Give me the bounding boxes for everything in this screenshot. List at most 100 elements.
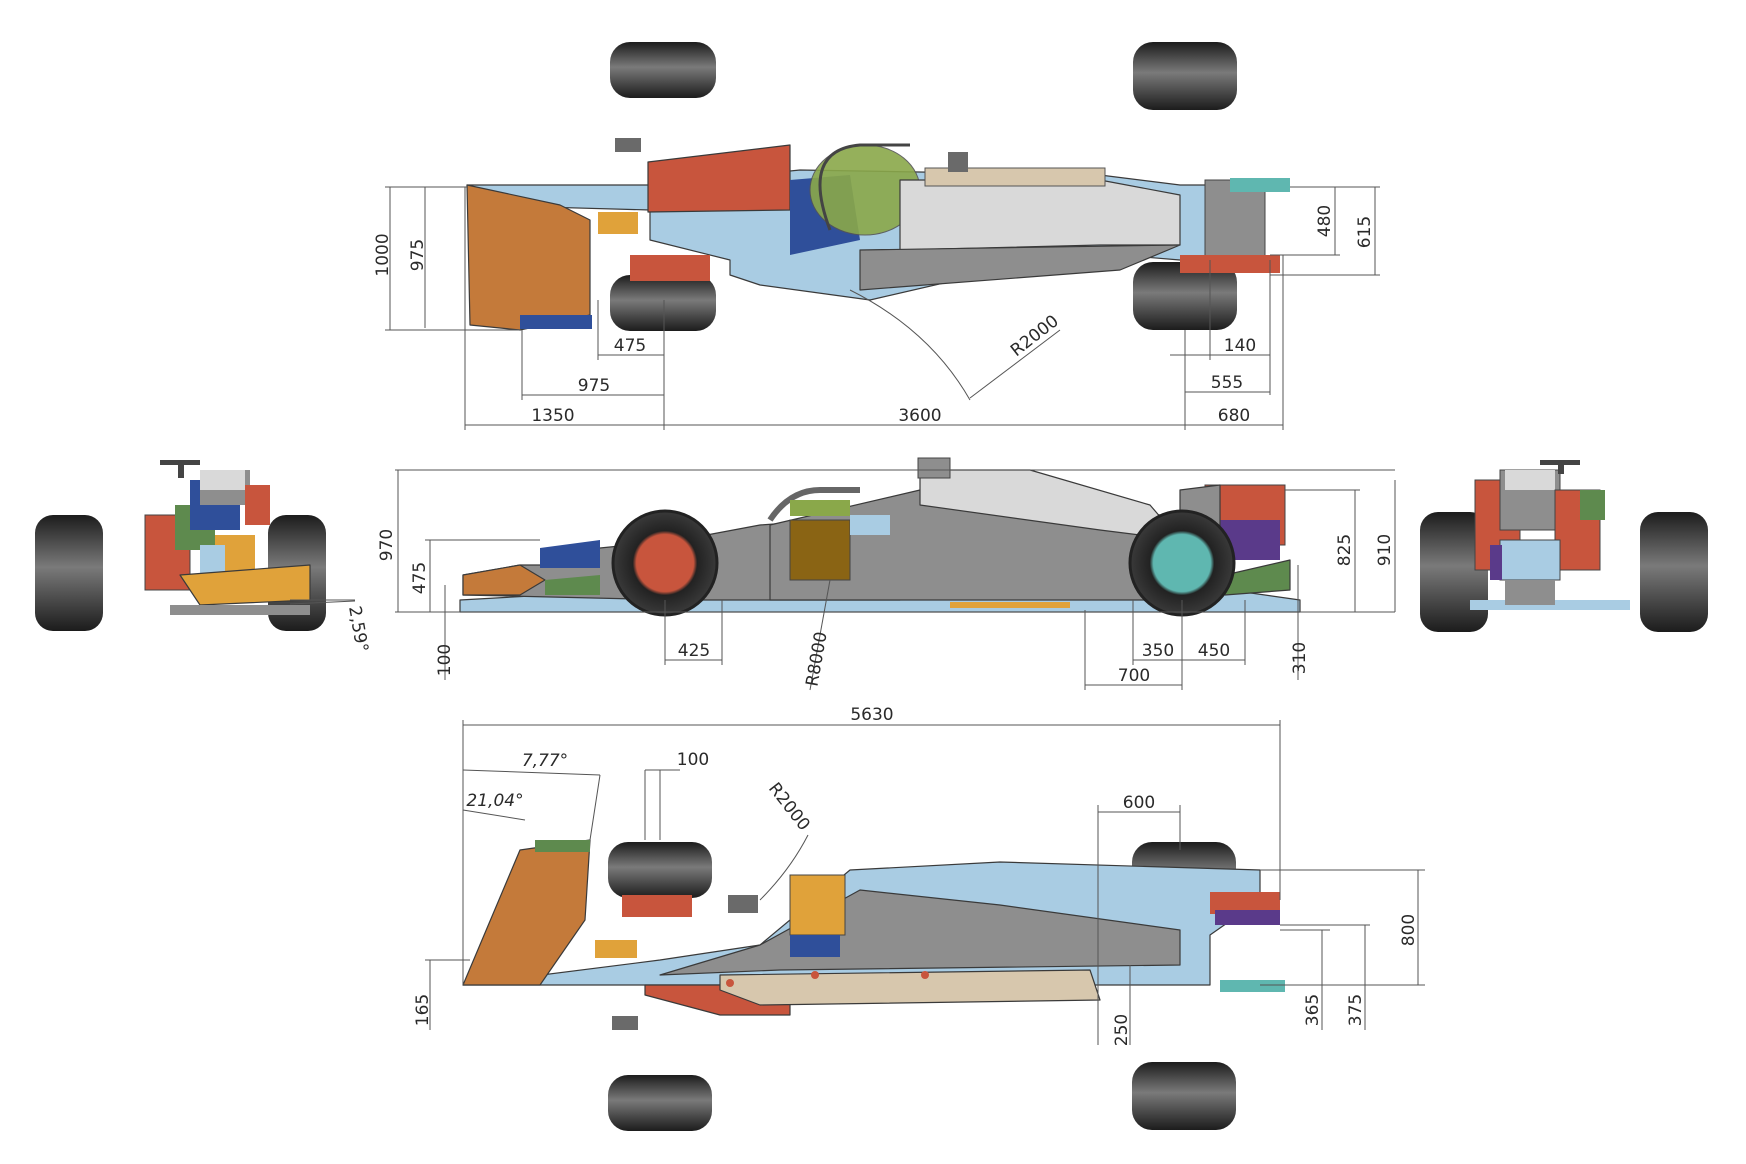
dim-label-r8000: R8000 [802, 630, 831, 688]
bottom-red-front [622, 895, 692, 917]
dim-label-angle-front: 2,59° [344, 605, 372, 654]
bottom-front-tire-bot [608, 1075, 712, 1131]
front-view: 2,59° [35, 460, 372, 654]
bottom-mirror [612, 1016, 638, 1030]
radius-leader-top [969, 329, 1061, 399]
dim-label-450: 450 [1198, 641, 1230, 661]
sidepod-red-top [647, 144, 791, 213]
rear-view-hoop-stem [1558, 462, 1564, 474]
dim-label-250: 250 [1112, 1014, 1132, 1046]
halo-bar-top [818, 143, 910, 231]
airbox-top [924, 167, 1106, 187]
dim-label-310: 310 [1290, 642, 1310, 674]
rear-view-green [1580, 490, 1605, 520]
halo-side [767, 487, 860, 522]
rear-wing-plate-top [1230, 178, 1290, 192]
dim-label-480: 480 [1315, 205, 1335, 237]
engine-cover-top [899, 179, 1181, 251]
dim-label-600: 600 [1123, 793, 1155, 813]
rear-view-lower-grey [1505, 580, 1555, 605]
bottom-front-tire-top [608, 842, 712, 898]
bottom-yellow-side [789, 874, 846, 936]
camera-pod-top [948, 152, 968, 172]
dim-label-680: 680 [1218, 406, 1250, 426]
bottom-front-wing [462, 839, 591, 986]
side-view: 970 475 100 425 R8000 700 350 450 310 82… [377, 457, 1396, 691]
front-view-tire-left [35, 515, 103, 631]
front-susp-part-top [630, 255, 710, 281]
rear-red-top [1180, 255, 1280, 273]
nose-blue-side [540, 540, 600, 568]
angle-line-777 [462, 769, 601, 776]
airbox-side [917, 457, 951, 479]
cockpit-green-side [790, 500, 850, 516]
dim-label-3600: 3600 [898, 406, 941, 426]
rear-view-body-purple [1490, 545, 1502, 580]
bottom-bolt [811, 971, 819, 979]
dim-label-1000: 1000 [373, 233, 393, 276]
bottom-view: 5630 7,77° 21,04° 100 R2000 600 165 250 … [413, 705, 1425, 1131]
rear-view-body-light [1505, 470, 1555, 490]
radius-leader-side [809, 579, 831, 691]
dim-label-100-bottom: 100 [677, 750, 709, 770]
dim-label-r2000-top: R2000 [1007, 311, 1063, 361]
dim-label-140: 140 [1224, 336, 1256, 356]
sidepod-brown-side [789, 519, 851, 581]
dim-label-975-h: 975 [578, 376, 610, 396]
bottom-bolt [726, 979, 734, 987]
dim-label-475: 475 [614, 336, 646, 356]
dim-label-475-side: 475 [410, 562, 430, 594]
front-view-red-right [245, 485, 270, 525]
front-tire-top-outer [610, 42, 716, 98]
angle-line-2104 [462, 809, 526, 821]
bottom-wing-plate [535, 840, 590, 852]
bottom-blue [790, 935, 840, 957]
top-view: 1000 975 475 975 1350 3600 680 140 555 4… [373, 42, 1380, 430]
dim-label-800: 800 [1399, 914, 1419, 946]
dim-label-425-side: 425 [678, 641, 710, 661]
rear-tire-top-inner [1133, 262, 1237, 330]
front-view-lightblue [200, 545, 225, 575]
dim-label-165: 165 [413, 994, 433, 1026]
dim-label-910: 910 [1375, 534, 1395, 566]
radius-arc-bottom [759, 834, 809, 901]
bottom-red-rear [1210, 892, 1280, 914]
rear-view-tire-right [1640, 512, 1708, 632]
front-tire-top-inner [610, 275, 716, 331]
front-view-top-light [200, 470, 245, 490]
rear-view-body-blue [1499, 539, 1561, 581]
dim-label-1350: 1350 [531, 406, 574, 426]
bottom-purple-rear [1215, 910, 1280, 925]
dim-label-2104: 21,04° [466, 791, 523, 811]
bottom-stub [728, 895, 758, 913]
dim-label-100-side: 100 [435, 644, 455, 676]
dim-label-825: 825 [1335, 534, 1355, 566]
dim-label-777: 7,77° [522, 751, 568, 771]
dim-label-615: 615 [1355, 216, 1375, 248]
front-view-roll-stem [178, 462, 184, 478]
floor-orange-side [950, 602, 1070, 608]
bottom-rear-tire-bot [1132, 1062, 1236, 1130]
sidepod-blue-side [850, 515, 890, 535]
bottom-yellow [595, 940, 637, 958]
dim-label-r2000-bottom: R2000 [764, 779, 814, 835]
dim-label-970: 970 [377, 529, 397, 561]
rear-tire-side [1128, 509, 1236, 617]
dim-label-975-v: 975 [408, 239, 428, 271]
front-view-floor [170, 605, 310, 615]
bottom-bolt [921, 971, 929, 979]
radius-arc-top [849, 289, 971, 401]
bottom-teal-rear [1220, 980, 1285, 992]
dim-label-365: 365 [1303, 994, 1323, 1026]
dim-label-375: 375 [1346, 994, 1366, 1026]
dim-label-5630: 5630 [850, 705, 893, 725]
mirror-part [615, 138, 641, 152]
dim-label-350: 350 [1142, 641, 1174, 661]
rear-wing-top [1204, 179, 1266, 261]
front-wing-endplate-top [520, 315, 592, 329]
rear-tire-top-outer [1133, 42, 1237, 110]
dim-label-555: 555 [1211, 373, 1243, 393]
nose-tip-side [462, 564, 546, 596]
